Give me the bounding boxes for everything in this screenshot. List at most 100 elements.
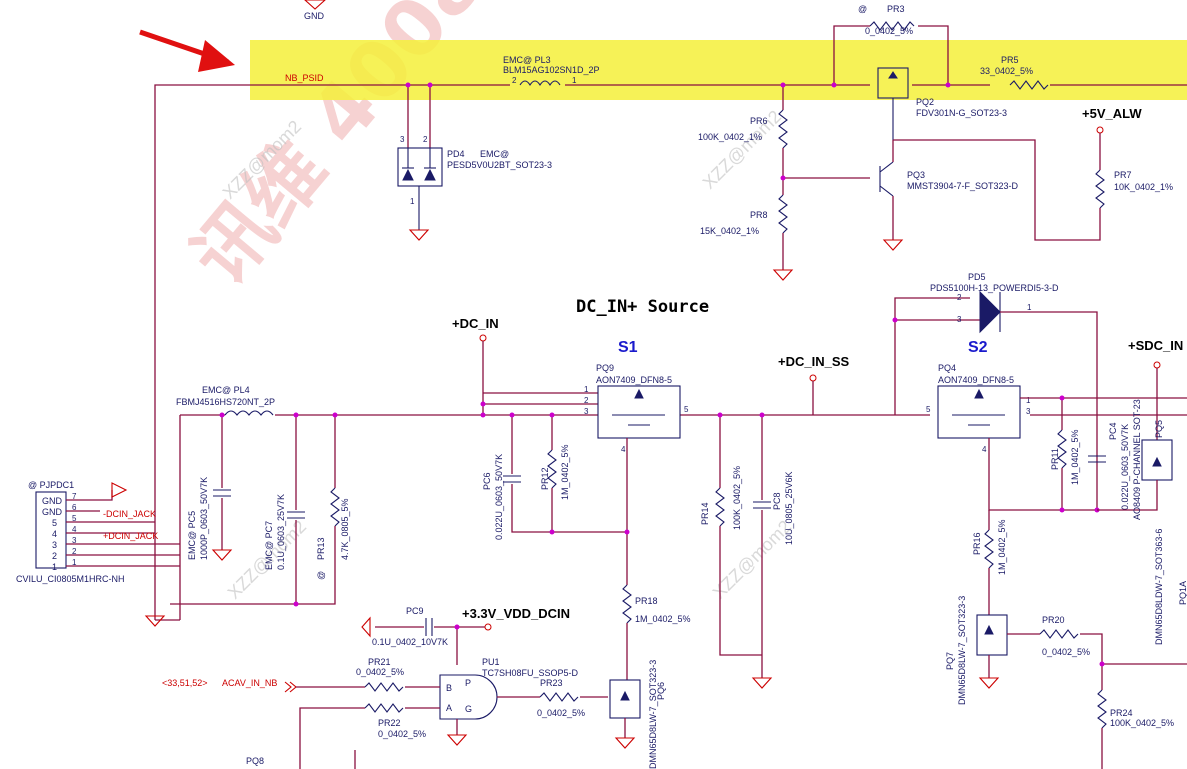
svg-text:CVILU_CI0805M1HRC-NH: CVILU_CI0805M1HRC-NH	[16, 574, 125, 584]
svg-text:0_0402_5%: 0_0402_5%	[1042, 647, 1090, 657]
svg-text:2: 2	[957, 293, 962, 302]
svg-text:FBMJ4516HS720NT_2P: FBMJ4516HS720NT_2P	[176, 397, 275, 407]
pq2-mosfet: PQ2 FDV301N-G_SOT23-3	[877, 67, 1007, 140]
svg-text:1: 1	[1026, 396, 1031, 405]
svg-text:PR16: PR16	[972, 532, 982, 555]
svg-text:3: 3	[72, 536, 77, 545]
svg-text:PR22: PR22	[378, 718, 401, 728]
net-dcin-jack-n: -DCIN_JACK	[103, 509, 156, 519]
rail-5v-alw: +5V_ALW	[1082, 106, 1142, 121]
svg-text:2: 2	[584, 396, 589, 405]
pr18-resistor: PR18 1M_0402_5%	[622, 584, 691, 680]
svg-text:BLM15AG102SN1D_2P: BLM15AG102SN1D_2P	[503, 65, 600, 75]
pq4-mosfet: PQ4 AON7409_DFN8-5 513 4	[926, 363, 1187, 530]
svg-text:2: 2	[423, 135, 428, 144]
svg-text:1: 1	[584, 385, 589, 394]
svg-text:1: 1	[52, 562, 57, 572]
svg-text:EMC@ PL4: EMC@ PL4	[202, 385, 250, 395]
pu1-and-gate: BA PG PU1 TC7SH08FU_SSOP5-D	[439, 657, 579, 746]
pl3-inductor: EMC@ PL3 BLM15AG102SN1D_2P 2 1	[503, 55, 600, 87]
svg-text:1: 1	[572, 76, 577, 85]
svg-text:PR8: PR8	[750, 210, 768, 220]
pd5-diode: PD5 PDS5100H-13_POWERDI5-3-D 231	[892, 272, 1098, 510]
switch-s1-label: S1	[618, 339, 638, 356]
svg-text:PR7: PR7	[1114, 170, 1132, 180]
svg-text:PD4: PD4	[447, 149, 465, 159]
svg-text:DMN65D8LW-7_SOT323-3: DMN65D8LW-7_SOT323-3	[648, 660, 658, 769]
svg-text:PC8: PC8	[772, 492, 782, 510]
svg-text:EMC@ PL3: EMC@ PL3	[503, 55, 551, 65]
svg-text:3: 3	[957, 315, 962, 324]
svg-text:15K_0402_1%: 15K_0402_1%	[700, 226, 759, 236]
svg-text:@: @	[858, 4, 867, 14]
svg-text:4: 4	[72, 525, 77, 534]
svg-text:100K_0402_1%: 100K_0402_1%	[698, 132, 762, 142]
highlight-band	[250, 40, 1187, 100]
svg-text:EMC@ PC5: EMC@ PC5	[187, 511, 197, 560]
vdd-dcin-section: +3.3V_VDD_DCIN PC9 0.1U_0402_10V7K	[361, 606, 570, 665]
svg-text:0_0402_5%: 0_0402_5%	[356, 667, 404, 677]
svg-text:EMC@: EMC@	[480, 149, 509, 159]
svg-text:3: 3	[400, 135, 405, 144]
sdc-in-section: +SDC_IN PQ5 AO8409 P-CHANNEL SOT-23 DMN6…	[1097, 338, 1187, 645]
svg-text:PR3: PR3	[887, 4, 905, 14]
svg-text:PC4: PC4	[1108, 422, 1118, 440]
svg-text:5: 5	[72, 514, 77, 523]
svg-text:PC9: PC9	[406, 606, 424, 616]
svg-text:10K_0402_1%: 10K_0402_1%	[1114, 182, 1173, 192]
svg-text:7: 7	[72, 492, 77, 501]
svg-text:PQ3: PQ3	[907, 170, 925, 180]
svg-text:PC6: PC6	[482, 472, 492, 490]
svg-text:4: 4	[621, 445, 626, 454]
pl4-inductor: EMC@ PL4 FBMJ4516HS720NT_2P	[176, 385, 275, 416]
svg-text:2: 2	[52, 551, 57, 561]
pr3-resistor: @ PR3 0_0402_5%	[831, 4, 951, 88]
svg-text:G: G	[465, 704, 472, 714]
svg-text:0_0402_5%: 0_0402_5%	[865, 26, 913, 36]
svg-text:GND: GND	[304, 11, 325, 21]
svg-text:AON7409_DFN8-5: AON7409_DFN8-5	[596, 375, 672, 385]
svg-text:100K_0402_5%: 100K_0402_5%	[732, 466, 742, 530]
svg-text:1M_0402_5%: 1M_0402_5%	[560, 444, 570, 500]
svg-text:1: 1	[72, 558, 77, 567]
svg-text:PR6: PR6	[750, 116, 768, 126]
nb-psid-net: NB_PSID	[154, 73, 1187, 620]
svg-text:10U_0805_25V6K: 10U_0805_25V6K	[784, 471, 794, 545]
svg-text:PQ2: PQ2	[916, 97, 934, 107]
svg-text:4: 4	[52, 529, 57, 539]
svg-text:1: 1	[410, 197, 415, 206]
svg-text:GND: GND	[42, 507, 63, 517]
svg-text:GND: GND	[42, 496, 63, 506]
net-nb-psid: NB_PSID	[285, 73, 324, 83]
rail-sdc-in: +SDC_IN	[1128, 338, 1183, 353]
svg-text:@ PJPDC1: @ PJPDC1	[28, 480, 74, 490]
svg-text:0.1U_0402_10V7K: 0.1U_0402_10V7K	[372, 637, 448, 647]
svg-text:2: 2	[512, 76, 517, 85]
svg-text:PQ4: PQ4	[938, 363, 956, 373]
pq3-transistor: PQ3 MMST3904-7-F_SOT323-D	[879, 139, 1101, 251]
red-arrow-icon	[139, 29, 235, 72]
svg-text:PQ5: PQ5	[1154, 420, 1164, 438]
section-title: DC_IN+ Source	[576, 297, 709, 317]
svg-text:PR5: PR5	[1001, 55, 1019, 65]
svg-text:3: 3	[1026, 407, 1031, 416]
svg-text:100K_0402_5%: 100K_0402_5%	[1110, 718, 1174, 728]
svg-text:0.1U_0603_25V7K: 0.1U_0603_25V7K	[276, 494, 286, 570]
svg-text:PU1: PU1	[482, 657, 500, 667]
svg-text:1M_0402_5%: 1M_0402_5%	[635, 614, 691, 624]
svg-text:AON7409_DFN8-5: AON7409_DFN8-5	[938, 375, 1014, 385]
svg-text:MMST3904-7-F_SOT323-D: MMST3904-7-F_SOT323-D	[907, 181, 1019, 191]
svg-text:PR23: PR23	[540, 678, 563, 688]
pq9-mosfet: PQ9 AON7409_DFN8-5 123 54	[584, 363, 689, 585]
svg-text:PD5: PD5	[968, 272, 986, 282]
svg-text:0_0402_5%: 0_0402_5%	[537, 708, 585, 718]
rail-vdd-dcin: +3.3V_VDD_DCIN	[462, 606, 570, 621]
svg-text:EMC@ PC7: EMC@ PC7	[264, 521, 274, 570]
svg-text:PQ9: PQ9	[596, 363, 614, 373]
rail-dc-in: +DC_IN	[452, 316, 499, 331]
svg-text:PQ8: PQ8	[246, 756, 264, 766]
pr7-pullup: +5V_ALW PR7 10K_0402_1%	[1082, 106, 1173, 225]
svg-text:DMN65D8LDW-7_SOT363-6: DMN65D8LDW-7_SOT363-6	[1154, 529, 1164, 645]
svg-text:1000P_0603_50V7K: 1000P_0603_50V7K	[199, 477, 209, 560]
